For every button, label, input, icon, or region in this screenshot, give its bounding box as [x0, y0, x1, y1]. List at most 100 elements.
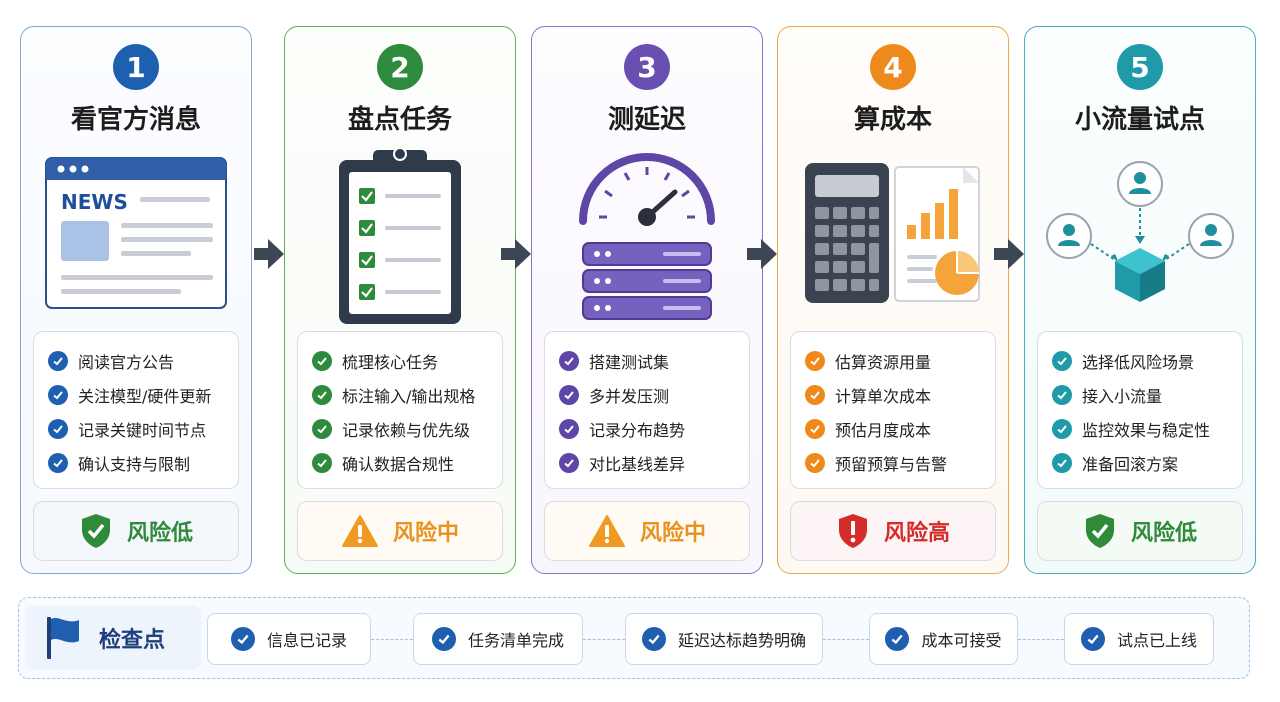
check-icon: [559, 351, 579, 371]
list-item: 确认数据合规性: [312, 446, 502, 480]
check-icon: [48, 351, 68, 371]
check-icon: [805, 385, 825, 405]
checkpoint-label: 信息已记录: [266, 631, 347, 650]
list-item-label: 预估月度成本: [835, 421, 932, 440]
checkpoint-label: 试点已上线: [1116, 631, 1197, 650]
news-label: NEWS: [61, 190, 128, 214]
checkpoint-item: 信息已记录: [207, 613, 371, 665]
step-number-badge: 2: [377, 44, 423, 90]
step-card-3: 3 测延迟 搭建测试集 多并发压测 记: [531, 26, 763, 574]
risk-label: 风险中: [639, 521, 706, 546]
connector-line: [583, 639, 625, 640]
list-item-label: 关注模型/硬件更新: [78, 387, 212, 406]
check-icon: [230, 627, 255, 651]
check-icon: [1052, 419, 1072, 439]
checkpoint-label: 成本可接受: [921, 631, 1002, 650]
check-icon: [805, 419, 825, 439]
check-icon: [48, 453, 68, 473]
checkpoint-label: 任务清单完成: [467, 631, 564, 650]
speedometer-server-icon: [579, 153, 715, 320]
check-icon: [805, 453, 825, 473]
list-item-label: 记录关键时间节点: [78, 421, 207, 440]
clipboard-icon: [339, 147, 461, 324]
risk-badge: 风险低: [1037, 501, 1243, 561]
list-item-label: 估算资源用量: [835, 353, 932, 372]
step-card-4: 4 算成本 估算资源用量 计: [777, 26, 1009, 574]
step-title: 测延迟: [607, 105, 686, 135]
list-item: 接入小流量: [1052, 378, 1242, 412]
list-item: 计算单次成本: [805, 378, 995, 412]
list-item: 预留预算与告警: [805, 446, 995, 480]
list-item: 关注模型/硬件更新: [48, 378, 238, 412]
check-icon: [431, 627, 456, 651]
check-icon: [312, 351, 332, 371]
task-list: 梳理核心任务 标注输入/输出规格 记录依赖与优先级 确认数据合规性: [297, 331, 503, 489]
list-item: 选择低风险场景: [1052, 344, 1242, 378]
list-item-label: 计算单次成本: [835, 387, 932, 406]
check-icon: [559, 385, 579, 405]
arrow-right-icon: [994, 239, 1024, 269]
list-item: 监控效果与稳定性: [1052, 412, 1242, 446]
arrow-right-icon: [747, 239, 777, 269]
check-icon: [1052, 453, 1072, 473]
check-icon: [1052, 351, 1072, 371]
list-item-label: 对比基线差异: [589, 455, 686, 474]
checkpoint-item: 试点已上线: [1064, 613, 1214, 665]
shield-check-icon: [1085, 514, 1114, 548]
step-number-badge: 3: [624, 44, 670, 90]
list-item-label: 监控效果与稳定性: [1082, 421, 1211, 440]
latency-illustration: [532, 145, 762, 325]
list-item-label: 接入小流量: [1082, 387, 1163, 406]
list-item: 记录关键时间节点: [48, 412, 238, 446]
shield-alert-icon: [838, 514, 867, 548]
warning-triangle-icon: [341, 515, 378, 547]
connector-line: [823, 639, 869, 640]
list-item-label: 记录依赖与优先级: [342, 421, 471, 440]
list-item-label: 搭建测试集: [589, 353, 670, 372]
check-icon: [48, 419, 68, 439]
risk-badge: 风险中: [297, 501, 503, 561]
step-number-badge: 5: [1117, 44, 1163, 90]
shield-check-icon: [81, 514, 110, 548]
step-number-badge: 1: [113, 44, 159, 90]
step-number-badge: 4: [870, 44, 916, 90]
list-item-label: 记录分布趋势: [589, 421, 686, 440]
step-title: 看官方消息: [70, 105, 201, 135]
task-list: 阅读官方公告 关注模型/硬件更新 记录关键时间节点 确认支持与限制: [33, 331, 239, 489]
check-icon: [1052, 385, 1072, 405]
arrow-right-icon: [501, 239, 531, 269]
task-list: 估算资源用量 计算单次成本 预估月度成本 预留预算与告警: [790, 331, 996, 489]
check-icon: [312, 385, 332, 405]
warning-triangle-icon: [588, 515, 625, 547]
list-item-label: 标注输入/输出规格: [342, 387, 476, 406]
clipboard-illustration: [285, 145, 515, 325]
list-item: 估算资源用量: [805, 344, 995, 378]
list-item: 标注输入/输出规格: [312, 378, 502, 412]
checkpoint-title: 检查点: [99, 628, 166, 653]
check-icon: [559, 453, 579, 473]
step-title: 算成本: [853, 105, 932, 135]
risk-label: 风险低: [1130, 521, 1197, 546]
list-item: 多并发压测: [559, 378, 749, 412]
check-icon: [885, 627, 910, 651]
task-list: 搭建测试集 多并发压测 记录分布趋势 对比基线差异: [544, 331, 750, 489]
check-icon: [805, 351, 825, 371]
step-card-5: 5 小流量试点: [1024, 26, 1256, 574]
checkpoint-header: 检查点: [25, 606, 201, 670]
list-item-label: 准备回滚方案: [1082, 455, 1179, 474]
checkpoint-item: 延迟达标趋势明确: [625, 613, 823, 665]
check-icon: [641, 627, 666, 651]
list-item-label: 梳理核心任务: [342, 353, 439, 372]
calculator-report-icon: [805, 163, 980, 303]
check-icon: [1080, 627, 1105, 651]
list-item-label: 选择低风险场景: [1082, 353, 1195, 372]
list-item: 记录依赖与优先级: [312, 412, 502, 446]
users-cube-icon: [1046, 161, 1234, 302]
risk-label: 风险中: [392, 521, 459, 546]
step-card-1: 1 看官方消息 NEWS 阅读官方公告 关注模型/硬件更新 记录关键时间节点 确…: [20, 26, 252, 574]
list-item-label: 预留预算与告警: [835, 455, 948, 474]
list-item: 记录分布趋势: [559, 412, 749, 446]
cost-illustration: [778, 145, 1008, 325]
browser-window-icon: [45, 157, 227, 309]
check-icon: [312, 453, 332, 473]
